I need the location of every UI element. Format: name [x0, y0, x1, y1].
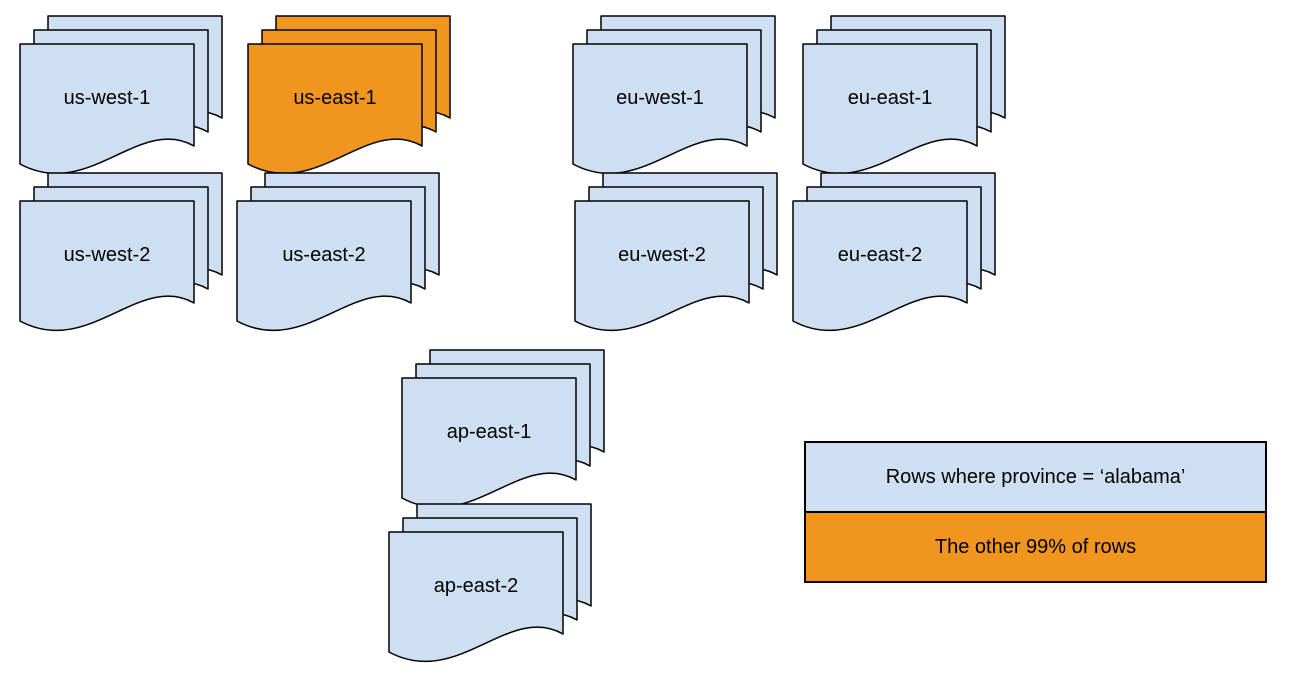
- legend-item-alabama-rows: Rows where province = ‘alabama’: [806, 443, 1265, 511]
- region-stack-eu-west-1: eu-west-1: [572, 15, 776, 177]
- document-stack-icon: [572, 15, 776, 175]
- document-stack-icon: [388, 503, 592, 663]
- region-stack-us-west-1: us-west-1: [19, 15, 223, 177]
- region-stack-us-west-2: us-west-2: [19, 172, 223, 334]
- region-stack-us-east-2: us-east-2: [236, 172, 440, 334]
- legend-item-other-rows: The other 99% of rows: [806, 511, 1265, 581]
- region-stack-ap-east-1: ap-east-1: [401, 349, 605, 511]
- document-stack-icon: [247, 15, 451, 175]
- document-stack-icon: [792, 172, 996, 332]
- document-stack-icon: [574, 172, 778, 332]
- document-stack-icon: [19, 172, 223, 332]
- region-stack-eu-east-1: eu-east-1: [802, 15, 1006, 177]
- document-stack-icon: [401, 349, 605, 509]
- document-stack-icon: [236, 172, 440, 332]
- document-stack-icon: [19, 15, 223, 175]
- region-stack-eu-east-2: eu-east-2: [792, 172, 996, 334]
- region-stack-us-east-1: us-east-1: [247, 15, 451, 177]
- region-stack-eu-west-2: eu-west-2: [574, 172, 778, 334]
- document-stack-icon: [802, 15, 1006, 175]
- region-stack-ap-east-2: ap-east-2: [388, 503, 592, 665]
- legend-item-label: Rows where province = ‘alabama’: [885, 465, 1186, 488]
- legend-item-label: The other 99% of rows: [934, 535, 1137, 558]
- legend: Rows where province = ‘alabama’ The othe…: [804, 441, 1267, 583]
